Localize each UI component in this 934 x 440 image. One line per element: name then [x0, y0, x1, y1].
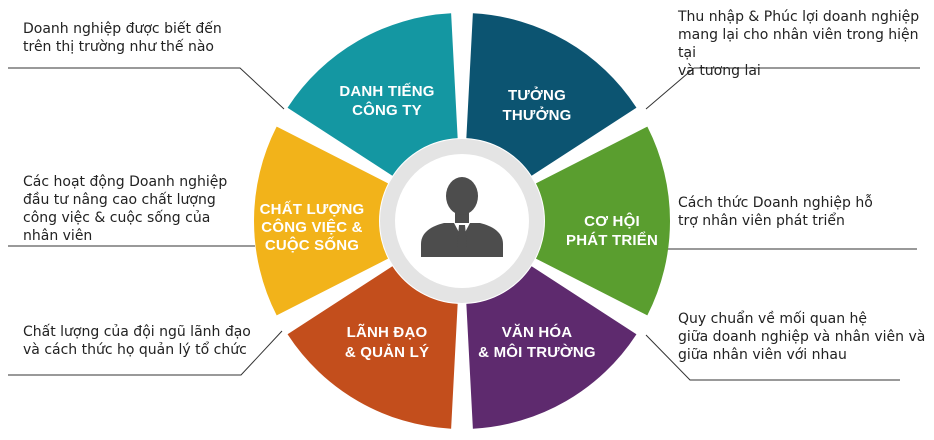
leader-lines	[8, 67, 920, 381]
segment-label: & MÔI TRƯỜNG	[478, 343, 596, 361]
segment-label: PHÁT TRIỂN	[566, 231, 658, 249]
segment-label: TƯỞNG	[508, 86, 566, 104]
leader-line	[8, 330, 283, 376]
segment-description: Cách thức Doanh nghiệp hỗ trợ nhân viên …	[678, 195, 873, 229]
segment-label: CÔNG TY	[352, 101, 422, 119]
segment-label: CƠ HỘI	[584, 212, 640, 230]
segment-label: THƯỞNG	[503, 106, 572, 124]
segment-description: Các hoạt động Doanh nghiệp đầu tư nâng c…	[23, 174, 228, 244]
segment-description: Doanh nghiệp được biết đến trên thị trườ…	[23, 21, 222, 55]
segment-leadership	[287, 266, 458, 429]
segment-label: & QUẢN LÝ	[345, 343, 429, 361]
segment-label: CHẤT LƯỢNG	[260, 201, 365, 218]
segment-quality	[253, 126, 389, 316]
center-hub	[380, 139, 544, 303]
segment-label: DANH TIẾNG	[339, 83, 434, 100]
segment-culture	[466, 266, 637, 429]
business-person-icon	[421, 177, 503, 257]
segment-label: VĂN HÓA	[502, 323, 573, 341]
segment-rewards	[466, 13, 637, 176]
leader-line	[645, 334, 900, 381]
segment-description: Thu nhập & Phúc lợi doanh nghiệp mang lạ…	[678, 9, 920, 79]
segment-label: LÃNH ĐẠO	[347, 323, 428, 341]
segment-description: Quy chuẩn về mối quan hệ giữa doanh nghi…	[678, 311, 926, 363]
segment-reputation	[287, 13, 458, 176]
leader-line	[645, 67, 920, 110]
segment-opportunity	[535, 126, 670, 316]
segment-description: Chất lượng của đội ngũ lãnh đạo và cách …	[23, 324, 251, 358]
segment-label: CUỘC SỐNG	[265, 236, 359, 254]
segment-label: CÔNG VIỆC &	[261, 218, 362, 236]
leader-line	[8, 67, 285, 110]
